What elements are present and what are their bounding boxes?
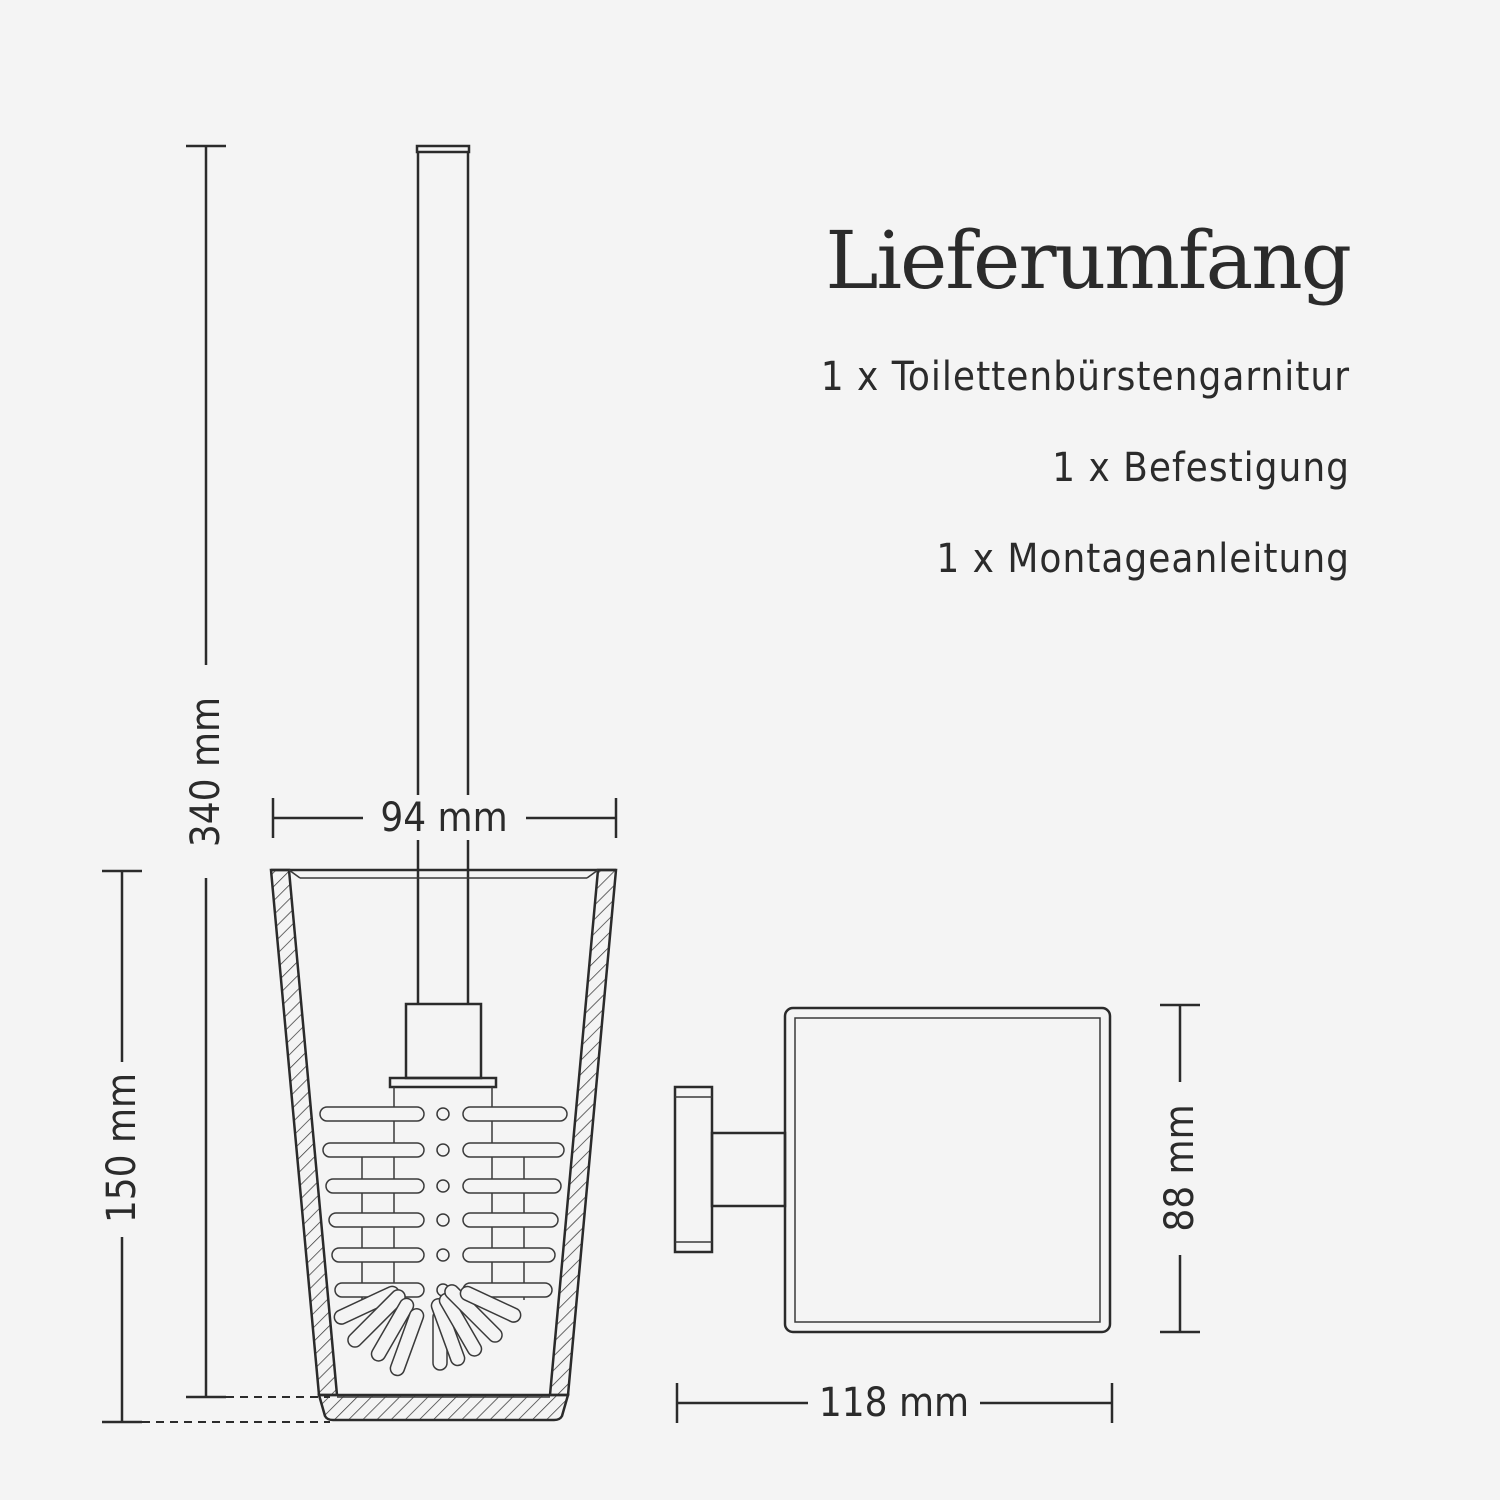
contents-panel: Lieferumfang 1 x Toilettenbürstengarnitu… (820, 214, 1352, 628)
brush-handle (415, 144, 471, 1004)
brush-bristles (319, 1106, 568, 1377)
holder-width-label: 94 mm (380, 795, 507, 841)
bracket-depth-label: 118 mm (819, 1380, 969, 1426)
holder-cup (269, 868, 618, 1422)
contents-title: Lieferumfang (825, 214, 1352, 307)
dimension-holder-width: 94 mm (271, 795, 618, 841)
dimension-bracket-height: 88 mm (1157, 1003, 1203, 1334)
dimension-total-height: 340 mm (183, 144, 229, 1399)
holder-height-label: 150 mm (99, 1073, 145, 1223)
dimension-bracket-depth: 118 mm (675, 1380, 1114, 1426)
wall-bracket (673, 1006, 1112, 1334)
bracket-height-label: 88 mm (1157, 1104, 1203, 1231)
contents-item: 1 x Befestigung (1052, 445, 1350, 491)
contents-item: 1 x Montageanleitung (936, 536, 1350, 582)
total-height-label: 340 mm (183, 697, 229, 847)
brush-head (319, 1002, 568, 1377)
contents-item: 1 x Toilettenbürstengarnitur (820, 354, 1350, 400)
dimension-holder-height: 150 mm (99, 869, 145, 1424)
